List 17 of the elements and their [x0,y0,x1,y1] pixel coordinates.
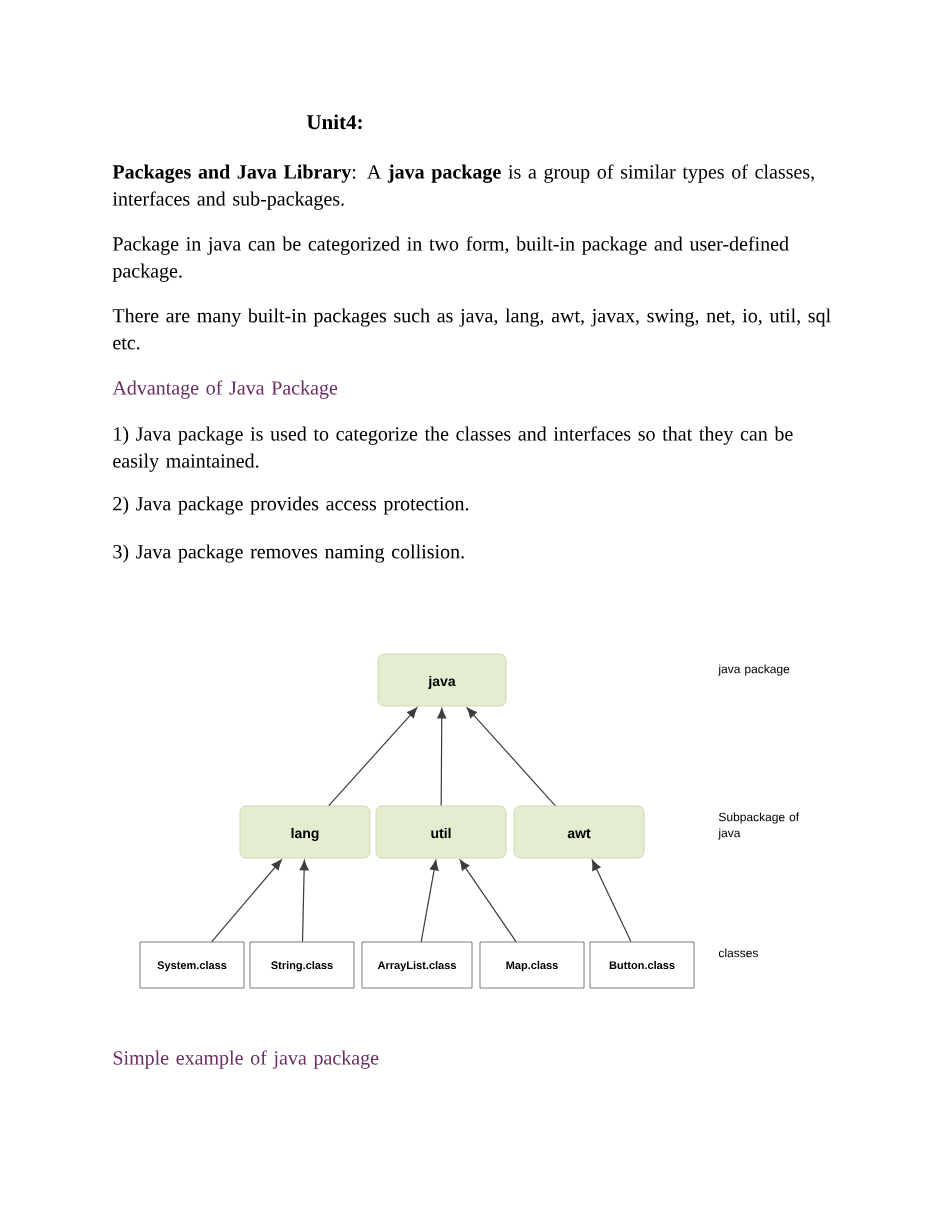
arrow [466,707,556,807]
paragraph: Packages and Java Library: A java package is a group of similar types of classes, interfaces and sub-packages. [112,164,814,210]
arrow [437,708,447,807]
section-heading: Advantage of Java Package [112,380,338,399]
paragraph: 2) Java package provides access protection. [113,496,469,515]
arrow [591,859,632,943]
paragraph: Package in java can be categorized in two form, built-in package and user-defined package. [112,236,789,282]
arrow [328,707,418,807]
heading: Unit4: [306,114,362,130]
paragraph: There are many built-in packages such as java, lang, awt, javax, swing, net, io, util, sql etc. [112,308,831,350]
arrow [299,860,309,943]
paragraph: 3) Java package removes naming collision. [113,544,464,563]
arrow [459,859,517,943]
section-heading: Simple example of java package [113,1050,379,1069]
paragraph: 1) Java package is used to categorize the classes and interfaces so that they can be easily maintained. [113,426,793,472]
arrow [211,859,282,943]
arrow [420,860,439,943]
